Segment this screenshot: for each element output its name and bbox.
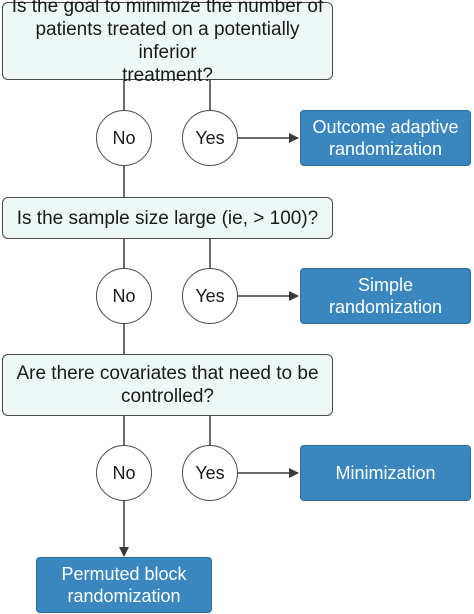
no-label: No: [112, 285, 136, 306]
no-node-2: No: [96, 268, 152, 324]
question-goal-minimize: Is the goal to minimize the number of pa…: [2, 0, 333, 86]
yes-node-2: Yes: [182, 268, 238, 324]
question-sample-size-text: Is the sample size large (ie, > 100)?: [16, 207, 319, 229]
outcome-adaptive-randomization: Outcome adaptive randomization: [300, 110, 471, 166]
outcome-minimization-text: Minimization: [335, 463, 436, 483]
outcome-simple-randomization: Simple randomization: [300, 268, 471, 324]
question-goal-text: Is the goal to minimize the number of pa…: [11, 0, 324, 86]
outcome-minimization: Minimization: [300, 445, 471, 501]
question-covariates-text: Are there covariates that need to be con…: [16, 363, 319, 407]
no-label: No: [112, 127, 136, 148]
outcome-simple-text: Simple randomization: [328, 275, 443, 317]
question-sample-size: Is the sample size large (ie, > 100)?: [2, 197, 333, 239]
no-node-1: No: [96, 110, 152, 166]
no-label: No: [112, 462, 136, 483]
outcome-permuted-block-text: Permuted block randomization: [61, 564, 187, 606]
outcome-adaptive-text: Outcome adaptive randomization: [312, 117, 459, 159]
question-covariates: Are there covariates that need to be con…: [2, 354, 333, 416]
no-node-3: No: [96, 445, 152, 501]
yes-node-3: Yes: [182, 445, 238, 501]
yes-label: Yes: [195, 285, 225, 306]
yes-node-1: Yes: [182, 110, 238, 166]
yes-label: Yes: [195, 462, 225, 483]
yes-label: Yes: [195, 127, 225, 148]
outcome-permuted-block-randomization: Permuted block randomization: [36, 557, 212, 613]
